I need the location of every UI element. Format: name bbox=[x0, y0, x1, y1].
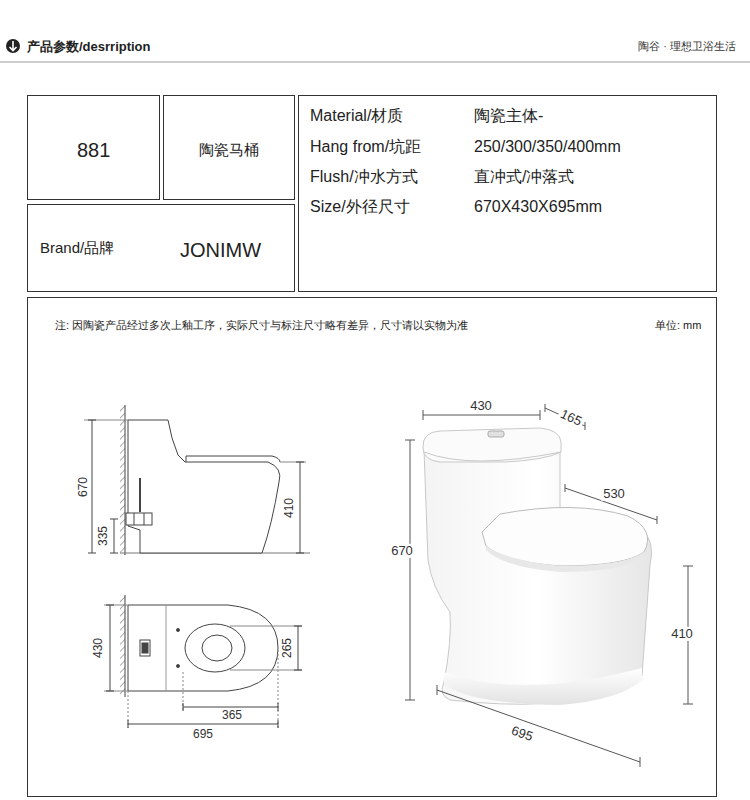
model-cell: 881 bbox=[27, 95, 160, 200]
cell-text: Size/外径尺寸 bbox=[310, 197, 410, 216]
top-view bbox=[104, 595, 302, 728]
dimension: 430 bbox=[92, 636, 105, 660]
dimension: 265 bbox=[281, 636, 294, 660]
dimension: 430 bbox=[468, 399, 494, 413]
side-view bbox=[84, 405, 310, 555]
cell-text: 陶瓷马桶 bbox=[199, 141, 259, 159]
cell-text: Flush/冲水方式 bbox=[310, 167, 418, 186]
cell-text: Hang from/坑距 bbox=[310, 137, 421, 156]
cell-text: 陶瓷主体- bbox=[474, 106, 543, 125]
dimension: 695 bbox=[508, 723, 537, 745]
drawing-panel: 注: 因陶瓷产品经过多次上釉工序，实际尺寸与标注尺寸略有差异，尺寸请以实物为准 单… bbox=[27, 297, 717, 797]
cell-text: Brand/品牌 bbox=[40, 239, 114, 257]
dimension: 410 bbox=[283, 496, 296, 520]
dimension: 670 bbox=[77, 475, 90, 499]
header-arrow bbox=[10, 41, 17, 51]
brand-cell: Brand/品牌 JONIMW bbox=[27, 204, 295, 292]
dimension: 695 bbox=[191, 728, 215, 741]
dimension: 335 bbox=[97, 524, 110, 548]
dimension: 365 bbox=[220, 709, 244, 722]
cell-text: 注: 因陶瓷产品经过多次上釉工序，实际尺寸与标注尺寸略有差异，尺寸请以实物为准 bbox=[55, 319, 468, 332]
toilet-render bbox=[423, 428, 652, 705]
cell-text: Material/材质 bbox=[310, 106, 403, 125]
product-cell: 陶瓷马桶 bbox=[163, 95, 295, 200]
render-dimensions bbox=[405, 404, 693, 767]
cell-text: 250/300/350/400mm bbox=[474, 137, 621, 156]
header-rule bbox=[0, 62, 750, 63]
dimension: 530 bbox=[601, 487, 627, 501]
dimension: 165 bbox=[556, 406, 585, 430]
cell-text: JONIMW bbox=[180, 238, 261, 262]
dimension: 670 bbox=[389, 544, 415, 558]
dimension: 410 bbox=[669, 627, 695, 641]
cell-text: 670X430X695mm bbox=[474, 197, 602, 216]
cell-text: 单位: mm bbox=[655, 319, 701, 332]
spec-cell: Material/材质 陶瓷主体- Hang from/坑距 250/300/350/… bbox=[298, 95, 717, 292]
page-title: 产品参数/desrription bbox=[27, 38, 151, 56]
cell-text: 直冲式/冲落式 bbox=[474, 167, 574, 186]
brand-slogan: 陶谷 · 理想卫浴生活 bbox=[636, 40, 738, 52]
cell-text: 881 bbox=[77, 138, 110, 162]
header-icon bbox=[6, 39, 20, 53]
